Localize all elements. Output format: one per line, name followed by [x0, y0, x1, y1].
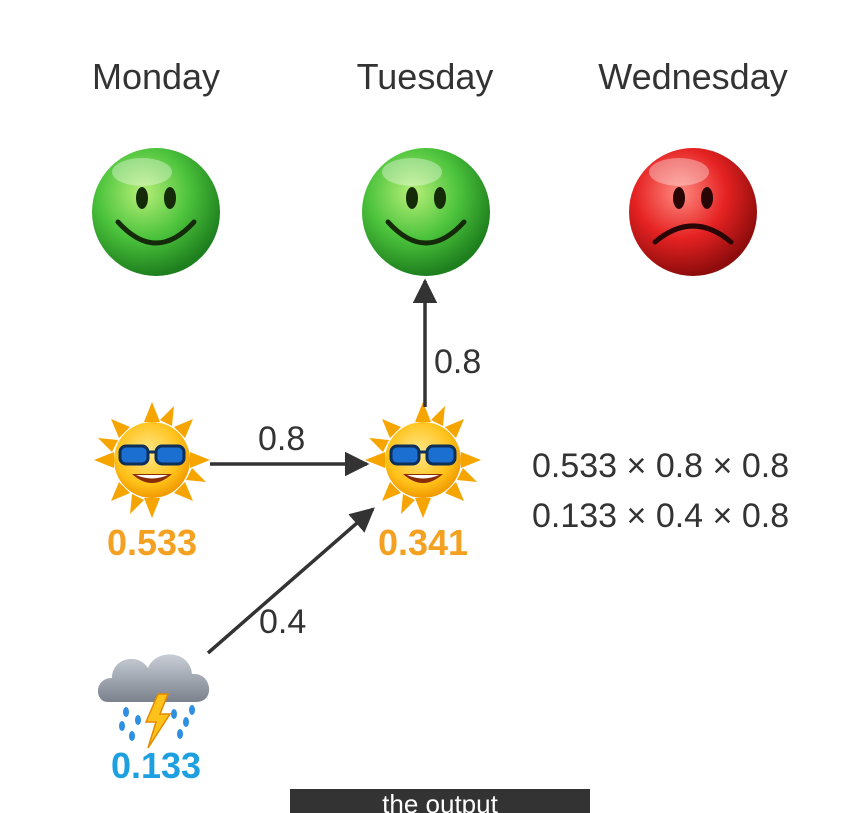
happy-face-icon: [92, 148, 220, 276]
formula-sunny-path: 0.533 × 0.8 × 0.8: [532, 447, 790, 485]
sun-with-sunglasses-icon: [94, 402, 210, 518]
formula-rainy-path: 0.133 × 0.4 × 0.8: [532, 497, 790, 535]
sun-with-sunglasses-icon: [365, 402, 481, 518]
prob-monday-sunny: 0.533: [106, 522, 198, 563]
prob-tuesday-sunny: 0.341: [377, 522, 469, 563]
edge-label-sunny-to-sunny: 0.8: [258, 420, 306, 458]
edge-label-sunny-to-happy: 0.8: [434, 343, 482, 381]
day-label-tuesday: Tuesday: [356, 56, 494, 97]
edge-arrow-rainy-to-sunny: [206, 507, 375, 655]
video-caption: the output: [290, 789, 590, 813]
day-label-wednesday: Wednesday: [598, 56, 788, 97]
prob-monday-rainy: 0.133: [110, 745, 202, 786]
happy-face-icon: [362, 148, 490, 276]
day-label-monday: Monday: [91, 56, 221, 97]
storm-cloud-icon: [97, 654, 210, 749]
edge-label-rainy-to-sunny: 0.4: [259, 603, 307, 641]
sad-face-icon: [629, 148, 757, 276]
